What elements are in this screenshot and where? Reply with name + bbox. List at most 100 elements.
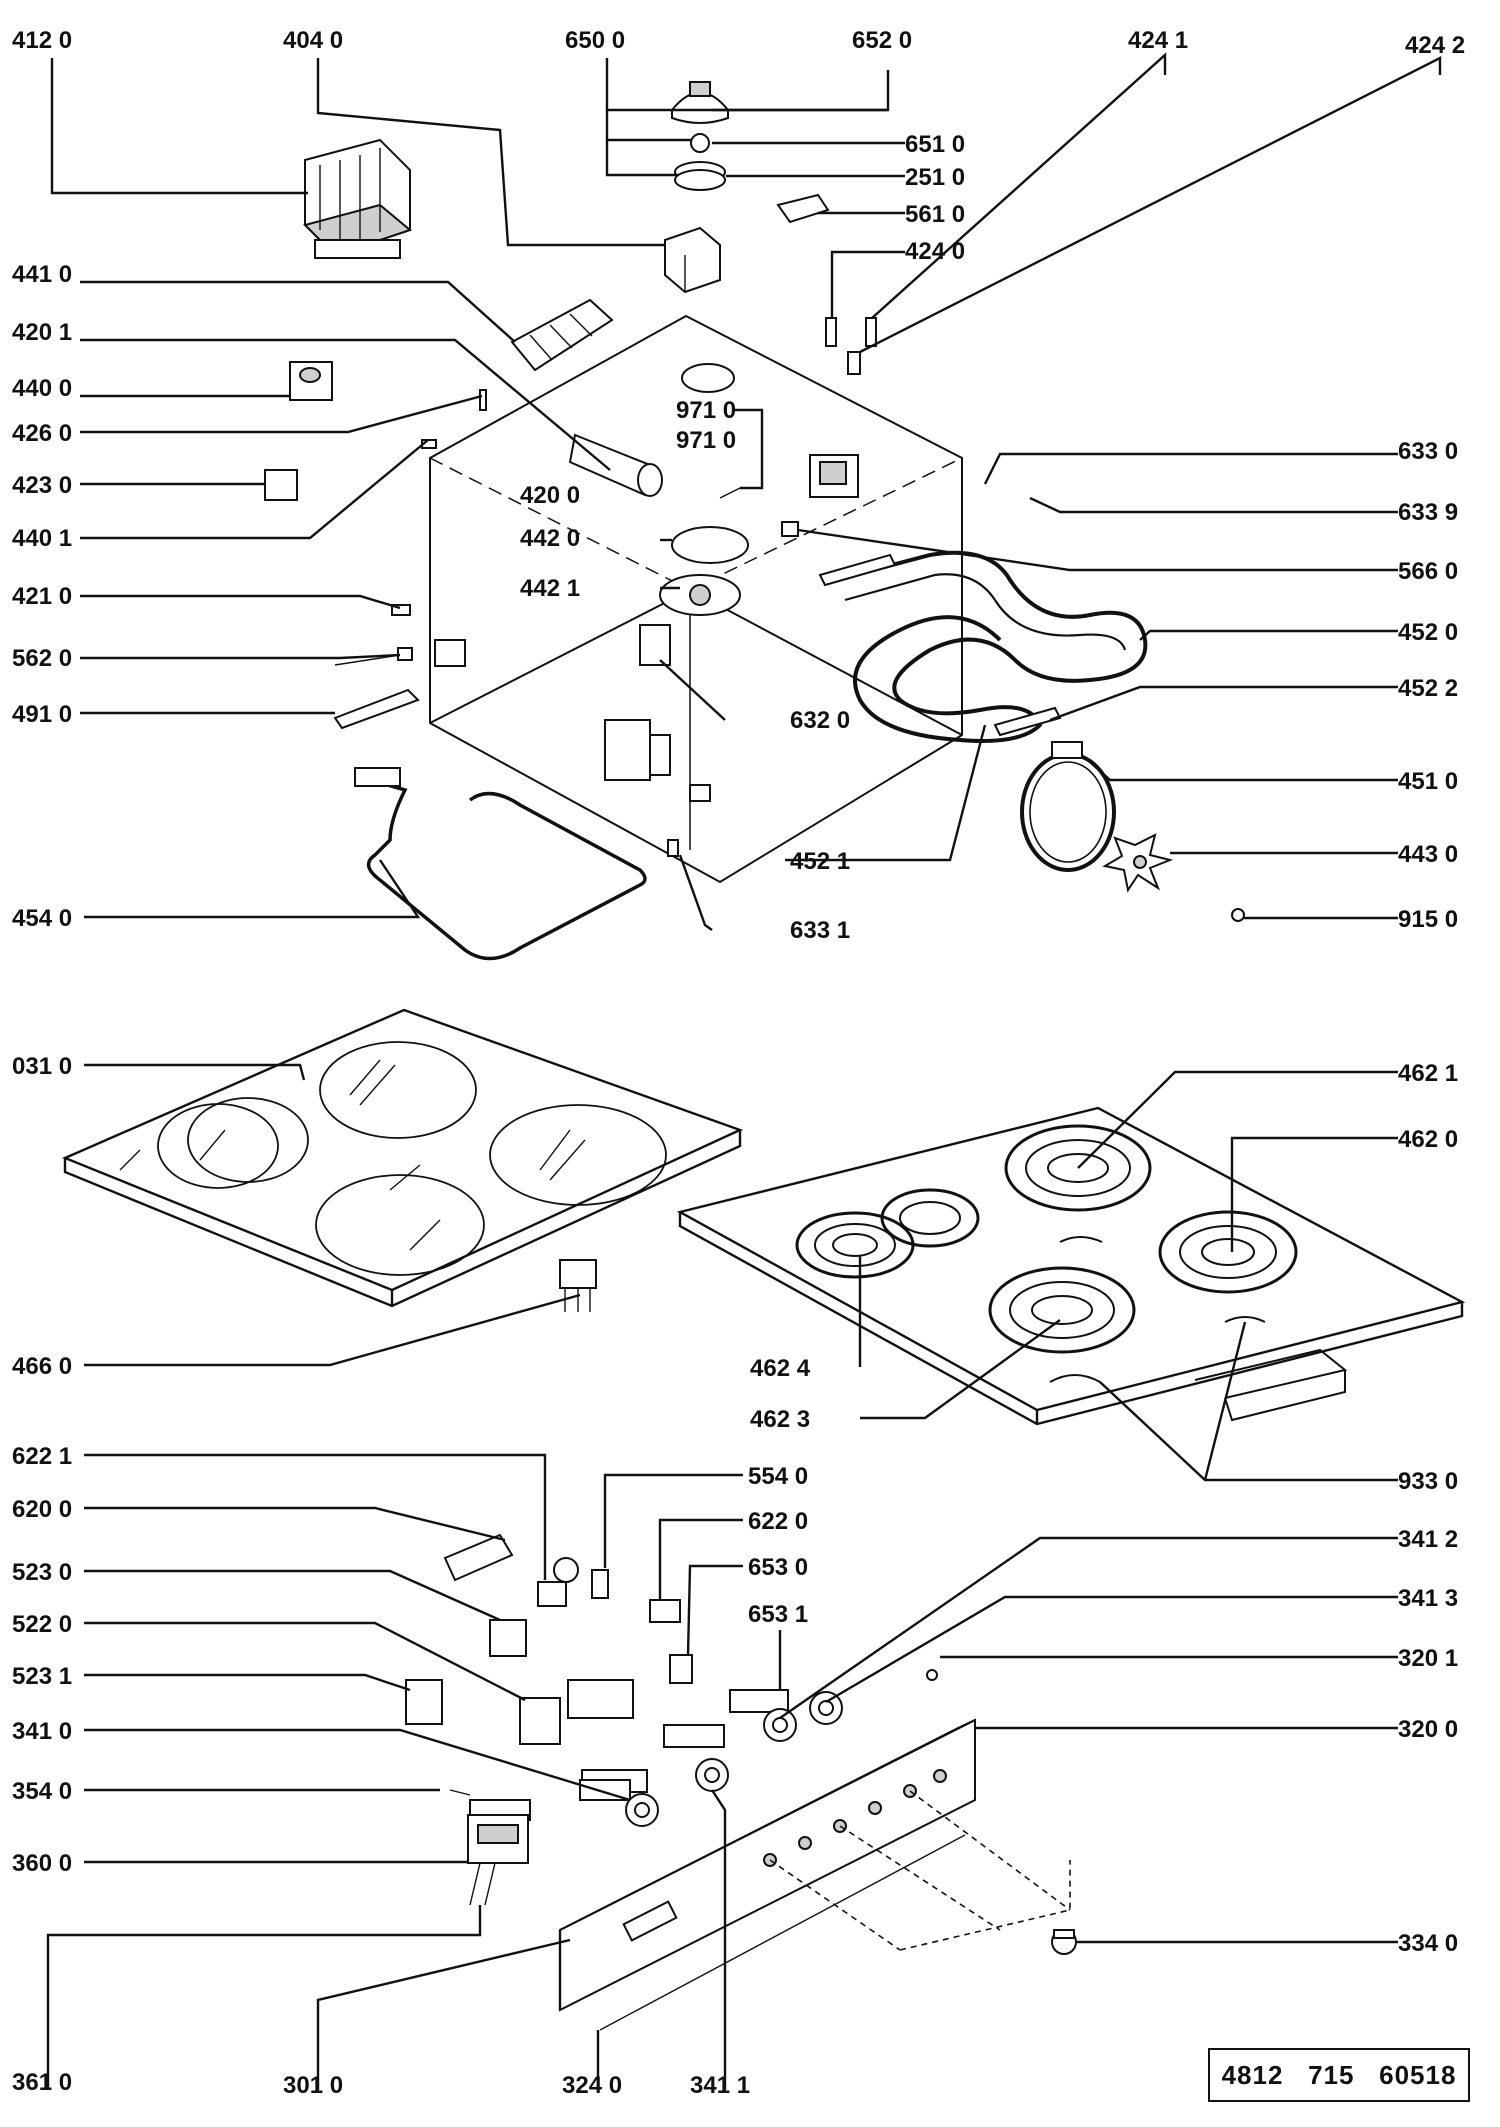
part-label: 424 0 [905, 238, 965, 265]
part-label: 452 0 [1398, 619, 1458, 646]
part-label: 466 0 [12, 1353, 72, 1380]
thermostat-part [639, 624, 671, 666]
terminal-block-parts [333, 639, 466, 730]
part-label: 650 0 [565, 27, 625, 54]
top-motor-part [671, 81, 729, 191]
part-label: 441 0 [12, 261, 72, 288]
part-label: 442 0 [520, 525, 580, 552]
part-label: 523 0 [12, 1559, 72, 1586]
part-label: 404 0 [283, 27, 343, 54]
part-label: 522 0 [12, 1611, 72, 1638]
part-label: 652 0 [852, 27, 912, 54]
part-label: 491 0 [12, 701, 72, 728]
bottom-heating-element [354, 767, 647, 961]
part-label: 622 0 [748, 1508, 808, 1535]
ceramic-glass-hob [61, 1008, 744, 1308]
fan-blade-part [1102, 833, 1174, 893]
part-label: 633 0 [1398, 438, 1458, 465]
part-label: 633 1 [790, 917, 850, 944]
radiant-hob [676, 1106, 1466, 1426]
part-label: 933 0 [1398, 1468, 1458, 1495]
relay-part [264, 469, 298, 501]
door-switch-parts [719, 454, 859, 499]
part-label: 320 1 [1398, 1645, 1458, 1672]
part-label: 424 1 [1128, 27, 1188, 54]
part-label: 420 1 [12, 319, 72, 346]
part-label: 622 1 [12, 1443, 72, 1470]
oven-cavity [429, 314, 963, 884]
part-label: 653 1 [748, 1601, 808, 1628]
part-label: 440 0 [12, 375, 72, 402]
part-label: 324 0 [562, 2072, 622, 2099]
part-label: 424 2 [1405, 32, 1465, 59]
reference-number: 4812 715 60518 [1221, 2059, 1457, 2090]
nut-part [1231, 908, 1245, 922]
part-label: 031 0 [12, 1053, 72, 1080]
part-label: 452 2 [1398, 675, 1458, 702]
part-label: 452 1 [790, 848, 850, 875]
oven-selector-part [604, 719, 711, 857]
panel-rod [599, 1834, 966, 2031]
part-label: 561 0 [905, 201, 965, 228]
control-knob [1051, 1929, 1077, 1955]
terminal-part [391, 604, 411, 616]
part-label: 334 0 [1398, 1930, 1458, 1957]
part-label: 566 0 [1398, 558, 1458, 585]
fan-assembly [659, 526, 749, 616]
part-label: 412 0 [12, 27, 72, 54]
switch-part [776, 193, 830, 224]
part-label: 421 0 [12, 583, 72, 610]
part-label: 653 0 [748, 1554, 808, 1581]
part-label: 633 9 [1398, 499, 1458, 526]
part-label: 523 1 [12, 1663, 72, 1690]
transformer-part [303, 138, 413, 259]
part-label: 251 0 [905, 164, 965, 191]
control-switches [405, 1533, 938, 1827]
sensor-part [781, 521, 799, 537]
circular-heating-element [1020, 741, 1116, 872]
part-label: 442 1 [520, 575, 580, 602]
part-label: 651 0 [905, 131, 965, 158]
oven-lamps [825, 317, 877, 375]
part-label: 301 0 [283, 2072, 343, 2099]
part-label: 462 3 [750, 1406, 810, 1433]
part-label: 462 0 [1398, 1126, 1458, 1153]
part-label: 361 0 [12, 2069, 72, 2096]
switch-block-part [289, 361, 333, 401]
reference-number-box: 4812 715 60518 [1208, 2048, 1470, 2102]
lamp-cover-part [568, 433, 663, 497]
part-label: 423 0 [12, 472, 72, 499]
part-label: 354 0 [12, 1778, 72, 1805]
leader-lines [46, 52, 1442, 2090]
part-label: 632 0 [790, 707, 850, 734]
part-label: 554 0 [748, 1463, 808, 1490]
hob-terminal-part [559, 1259, 597, 1312]
part-label: 341 3 [1398, 1585, 1458, 1612]
part-label: 440 1 [12, 525, 72, 552]
clock-module [467, 1814, 529, 1906]
part-label: 341 0 [12, 1718, 72, 1745]
small-pin-part [479, 389, 487, 411]
part-label: 341 2 [1398, 1526, 1458, 1553]
part-label: 454 0 [12, 905, 72, 932]
part-label: 915 0 [1398, 906, 1458, 933]
heating-element-tube [510, 298, 614, 372]
part-label: 462 1 [1398, 1060, 1458, 1087]
capacitor-part [664, 226, 721, 294]
control-panel [558, 1718, 1071, 2012]
part-label: 320 0 [1398, 1716, 1458, 1743]
part-label: 971 0 [676, 397, 736, 424]
part-label: 360 0 [12, 1850, 72, 1877]
part-label: 620 0 [12, 1496, 72, 1523]
grill-heating-element [818, 550, 1148, 743]
part-label: 420 0 [520, 482, 580, 509]
part-label: 562 0 [12, 645, 72, 672]
part-label: 971 0 [676, 427, 736, 454]
part-number-labels: 412 0 404 0 650 0 652 0 424 1 424 2 651 … [12, 27, 1465, 2099]
part-label: 443 0 [1398, 841, 1458, 868]
part-label: 426 0 [12, 420, 72, 447]
part-label: 451 0 [1398, 768, 1458, 795]
part-label: 462 4 [750, 1355, 811, 1382]
part-label: 341 1 [690, 2072, 750, 2099]
